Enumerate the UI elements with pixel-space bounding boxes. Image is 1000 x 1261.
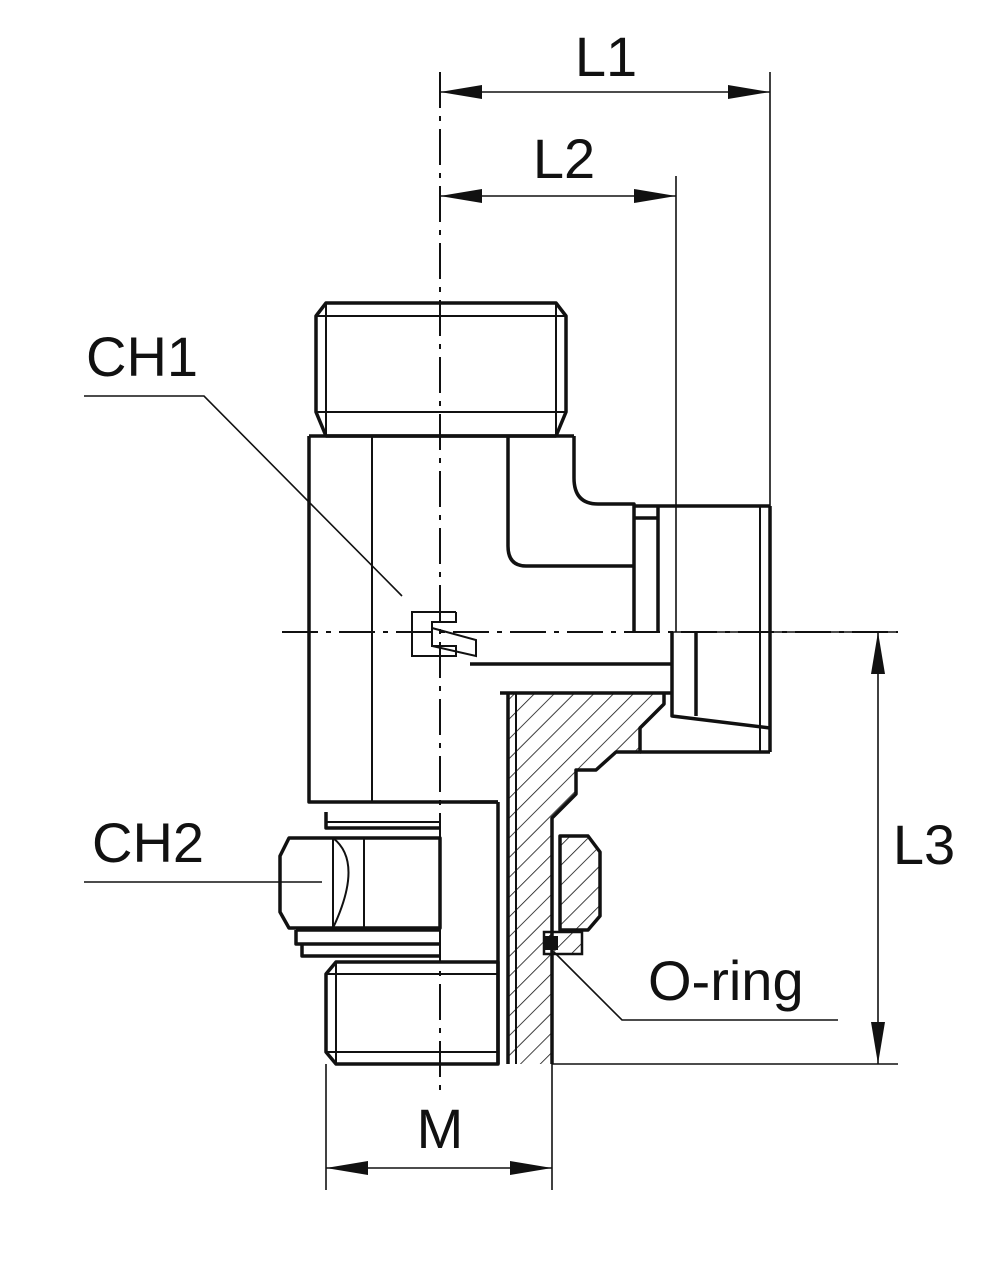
- label-m: M: [417, 1097, 464, 1160]
- locknut-section-right: [558, 834, 602, 932]
- top-thread: [314, 301, 568, 438]
- body-section: [506, 693, 666, 1064]
- centerlines: [282, 72, 898, 1090]
- extension-lines: [325, 72, 898, 1190]
- o-ring: [542, 930, 584, 956]
- leader-ch2: CH2: [84, 811, 322, 883]
- leader-oring: O-ring: [553, 949, 838, 1021]
- locknut-ch2: [278, 812, 442, 963]
- label-l1: L1: [575, 25, 637, 88]
- label-ch1: CH1: [86, 325, 198, 388]
- label-ch2: CH2: [92, 811, 204, 874]
- dimension-l1: L1: [440, 25, 770, 99]
- pin-symbol: [411, 611, 477, 658]
- lower-body: [470, 800, 500, 1064]
- leader-ch1: CH1: [84, 325, 403, 597]
- dimension-l2: L2: [440, 127, 676, 203]
- label-l2: L2: [533, 127, 595, 190]
- dimension-l3: L3: [871, 632, 955, 1064]
- bottom-stud: [324, 960, 500, 1066]
- side-thread: [634, 504, 772, 754]
- label-oring: O-ring: [648, 949, 804, 1012]
- dimension-m: M: [326, 1097, 552, 1175]
- label-l3: L3: [893, 813, 955, 876]
